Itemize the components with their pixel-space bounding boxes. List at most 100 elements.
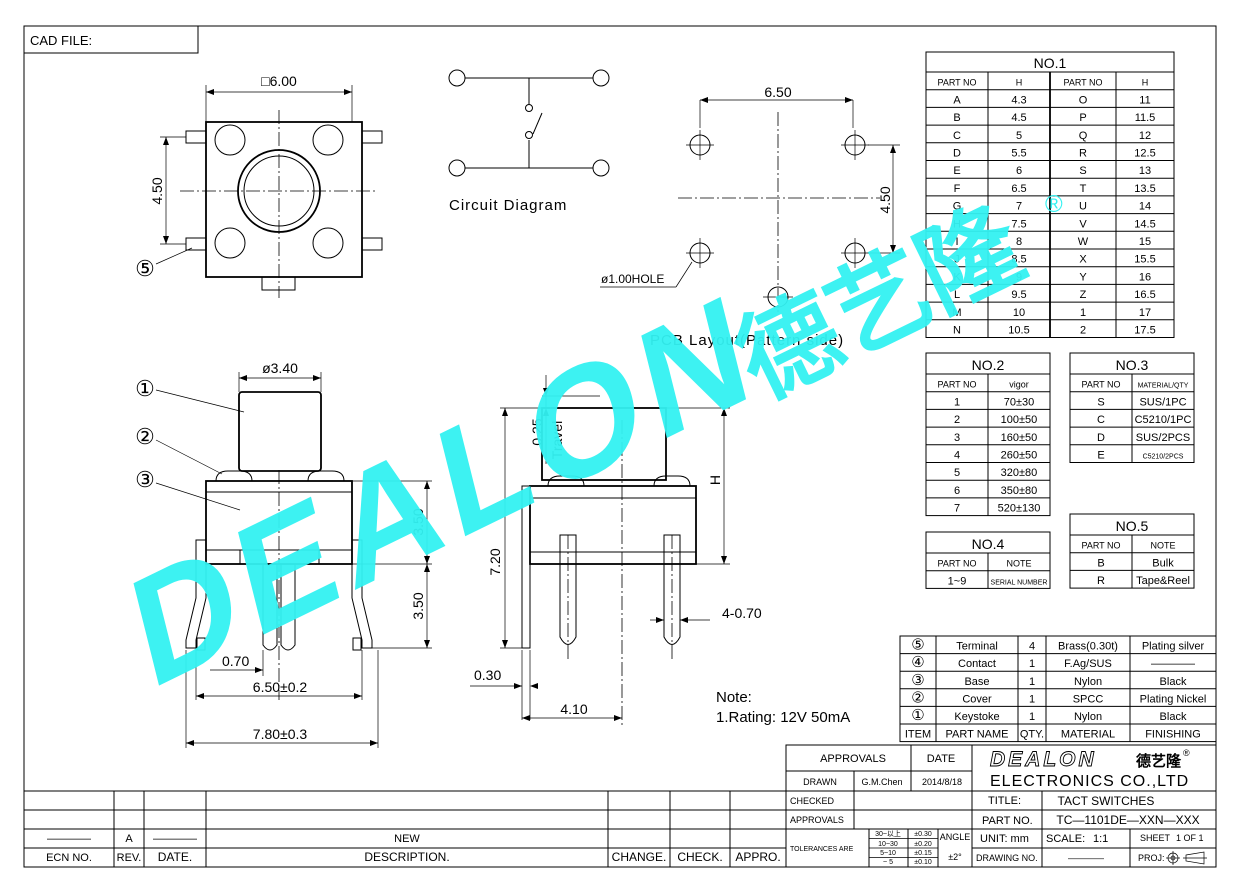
angle-label: ANGLE: [940, 832, 971, 842]
bom-cell: Keystoke: [954, 711, 999, 723]
top-view-square-dim: □6.00: [261, 73, 297, 89]
description-header: DESCRIPTION.: [364, 850, 449, 864]
bom-cell: Black: [1160, 711, 1187, 723]
table1-cell: 9: [1016, 271, 1022, 283]
table5-header: PART NO: [1081, 541, 1120, 551]
table1-cell: P: [1079, 112, 1086, 124]
pcb-height-dim: 4.50: [877, 186, 893, 213]
title-label: TITLE:: [988, 795, 1021, 807]
unit-label: UNIT: mm: [980, 833, 1029, 845]
tol-range-4: ~ 5: [883, 859, 893, 866]
table1-cell: W: [1078, 236, 1089, 248]
table3-cell: D: [1097, 432, 1105, 444]
table1-cell: 13.5: [1134, 183, 1155, 195]
ecn-value: ————: [47, 833, 91, 845]
drawing-no-value: ————: [1068, 853, 1104, 863]
table4-cell: SERIAL NUMBER: [991, 579, 1048, 586]
travel-label: Travel: [549, 421, 565, 459]
bom-cell: ④: [911, 654, 924, 671]
date-rev-header: DATE.: [158, 850, 192, 864]
tol-value-4: ±0.10: [914, 859, 932, 866]
note-title: Note:: [716, 689, 752, 706]
balloon-1: ①: [135, 376, 155, 401]
drawn-date: 2014/8/18: [922, 777, 962, 787]
desc-value: NEW: [394, 833, 420, 845]
table1-cell: 13: [1139, 165, 1151, 177]
table1-header: PART NO: [937, 78, 976, 88]
table3-cell: C5210/2PCS: [1143, 454, 1184, 461]
projection-label: PROJ:: [1138, 853, 1165, 863]
table1-cell: K: [953, 271, 961, 283]
circuit-diagram: Circuit Diagram: [448, 69, 610, 214]
table2-cell: 70±30: [1004, 396, 1035, 408]
table1-cell: O: [1079, 94, 1088, 106]
table5-cell: B: [1097, 557, 1104, 569]
watermark-cn: 德艺隆: [721, 187, 1041, 420]
terminal-height-dim: 3.50: [410, 592, 426, 619]
table1-cell: 15.5: [1134, 254, 1155, 266]
table1-cell: 7: [1016, 201, 1022, 213]
table1-cell: Z: [1080, 289, 1087, 301]
company-logo-cn: 德艺隆: [1136, 752, 1182, 770]
bom-cell: Terminal: [956, 641, 998, 653]
table1-cell: Y: [1079, 271, 1087, 283]
table2-cell: 3: [954, 432, 960, 444]
table4-cell: 1~9: [948, 575, 967, 587]
balloon-3: ③: [135, 467, 155, 492]
table1-cell: S: [1079, 165, 1086, 177]
sheet-border: [23, 25, 1217, 868]
table2-header: PART NO: [937, 380, 976, 390]
table1-cell: E: [953, 165, 960, 177]
bom-cell: Nylon: [1074, 676, 1102, 688]
tol-value-1: ±0.30: [914, 831, 932, 838]
bom-cell: Nylon: [1074, 711, 1102, 723]
company-name: ELECTRONICS CO.,LTD: [990, 773, 1189, 790]
table1-cell: 8.5: [1011, 254, 1026, 266]
table1-cell: 14.5: [1134, 218, 1155, 230]
table1-cell: 7.5: [1011, 218, 1026, 230]
cad-file-box: [23, 25, 199, 54]
date-header: DATE: [927, 753, 956, 765]
part-no-value: TC—1101DE—XXN—XXX: [1056, 813, 1199, 827]
table2-cell: 5: [954, 467, 960, 479]
table1-cell: 16: [1139, 271, 1151, 283]
table1-cell: F: [954, 183, 961, 195]
terminal-thickness-dim: 0.30: [474, 667, 501, 683]
pcb-layout: 6.50 4.50 ø1.00HOLE PCB Layout(Pattern s…: [600, 84, 900, 349]
bom-header: PART NAME: [946, 729, 1009, 741]
keystoke-diameter-dim: ø3.40: [262, 360, 298, 376]
note-rating: 1.Rating: 12V 50mA: [716, 709, 850, 726]
table1-cell: I: [955, 236, 958, 248]
drawn-label: DRAWN: [803, 777, 837, 787]
bom-header: ITEM: [905, 729, 931, 741]
table1-cell: B: [953, 112, 960, 124]
table1-cell: D: [953, 148, 961, 160]
table2-cell: 100±50: [1001, 414, 1038, 426]
sheet-value: 1 OF 1: [1176, 833, 1204, 843]
bom-cell: ————: [1151, 658, 1195, 670]
balloon-5: ⑤: [135, 256, 155, 281]
table3-cell: SUS/1PC: [1139, 396, 1186, 408]
top-view-height-dim: 4.50: [149, 177, 165, 204]
date-value: ————: [153, 833, 197, 845]
bom-cell: 1: [1029, 711, 1035, 723]
projection-icon: [1166, 851, 1207, 865]
bom-cell: 4: [1029, 641, 1035, 653]
table3-cell: E: [1097, 450, 1104, 462]
table3-cell: S: [1097, 396, 1104, 408]
table3-title: NO.3: [1116, 357, 1149, 373]
table1-cell: 1: [1080, 307, 1086, 319]
bom-header: FINISHING: [1145, 729, 1201, 741]
tol-range-2: 10~30: [878, 841, 898, 848]
approvals-header: APPROVALS: [820, 753, 886, 765]
balloon-2: ②: [135, 424, 155, 449]
bom-cell: SPCC: [1073, 693, 1104, 705]
company-logo-reg: ®: [1183, 748, 1190, 758]
table4-title: NO.4: [972, 536, 1005, 552]
table5-cell: Tape&Reel: [1136, 575, 1190, 587]
